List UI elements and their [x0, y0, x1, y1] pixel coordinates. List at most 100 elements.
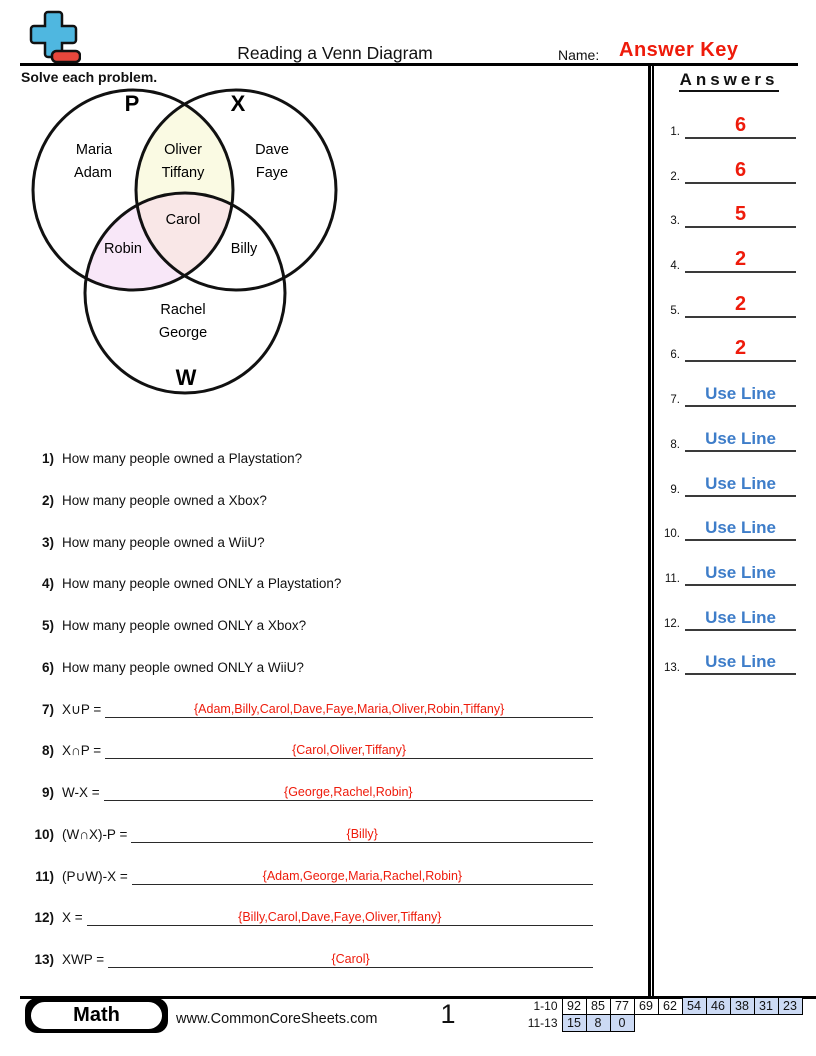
score-cell: 31 [753, 997, 779, 1015]
question-text: How many people owned ONLY a WiiU? [62, 659, 304, 675]
score-cell: 8 [585, 1014, 611, 1032]
answer-blank-line: Use Line [685, 475, 796, 497]
answer-line: {Adam,Billy,Carol,Dave,Faye,Maria,Oliver… [105, 699, 593, 718]
answer-item-1: 1. 6 [654, 115, 796, 139]
question-row-5: 5) How many people owned ONLY a Xbox? [28, 615, 593, 634]
name-label: Name: [558, 47, 600, 63]
score-row-1-10: 1-10 92 85 77 69 62 54 46 38 31 23 [518, 997, 803, 1015]
question-row-8: 8) X∩P = {Carol,Oliver,Tiffany} [28, 740, 593, 759]
answer-blank-line: 5 [685, 204, 796, 228]
answer-text: {Billy} [346, 826, 378, 841]
question-number: 12) [34, 909, 54, 925]
member-name: Rachel [160, 302, 205, 318]
score-row-11-13: 11-13 15 8 0 [518, 1014, 802, 1032]
answer-blank-line: 2 [685, 249, 796, 273]
score-cell: 23 [777, 997, 803, 1015]
answer-text: {George,Rachel,Robin} [284, 784, 413, 799]
answer-number: 13. [664, 662, 680, 674]
answer-number: 2. [670, 171, 680, 183]
question-text: How many people owned a Playstation? [62, 450, 303, 466]
question-number: 3) [41, 534, 54, 550]
page-number: 1 [440, 999, 456, 1029]
answer-text: {Adam,Billy,Carol,Dave,Faye,Maria,Oliver… [193, 701, 505, 716]
score-cell: 85 [585, 997, 611, 1015]
question-text: (W∩X)-P = [62, 826, 128, 842]
question-text: XWP = [62, 951, 105, 967]
answer-value: Use Line [705, 384, 776, 403]
answer-value: Use Line [705, 429, 776, 448]
answer-line: {Carol} [108, 949, 593, 968]
header-divider [20, 63, 798, 66]
answer-value: Use Line [705, 652, 776, 671]
answer-value: Use Line [705, 518, 776, 537]
question-row-6: 6) How many people owned ONLY a WiiU? [28, 657, 593, 676]
score-cell: 77 [609, 997, 635, 1015]
answer-item-10: 10. Use Line [654, 517, 796, 541]
answer-item-3: 3. 5 [654, 204, 796, 228]
website-link: www.CommonCoreSheets.com [176, 1011, 378, 1027]
answer-number: 7. [670, 394, 680, 406]
member-name: Faye [256, 165, 288, 181]
circle-w-outline [83, 191, 287, 395]
score-cell: 38 [729, 997, 755, 1015]
question-row-12: 12) X = {Billy,Carol,Dave,Faye,Oliver,Ti… [28, 907, 593, 926]
answer-item-4: 4. 2 [654, 249, 796, 273]
answer-blank-line: Use Line [685, 564, 796, 586]
member-name: Maria [76, 142, 113, 158]
question-text: How many people owned a Xbox? [62, 492, 267, 508]
question-number: 11) [35, 868, 54, 884]
score-cell: 15 [561, 1014, 587, 1032]
answer-blank-line: Use Line [685, 609, 796, 631]
answer-key-label: Answer Key [619, 39, 739, 61]
answer-item-13: 13. Use Line [654, 651, 796, 675]
question-number: 9) [41, 784, 54, 800]
question-text: X∪P = [62, 701, 102, 717]
question-row-11: 11) (P∪W)-X = {Adam,George,Maria,Rachel,… [28, 866, 593, 885]
member-name: George [159, 325, 207, 341]
answers-column-divider [648, 65, 654, 997]
answer-number: 8. [670, 439, 680, 451]
member-name: Oliver [164, 142, 202, 158]
plus-logo-icon [29, 10, 81, 64]
answer-value: 2 [734, 337, 747, 359]
score-row-label: 1-10 [533, 999, 558, 1013]
answer-blank-line: Use Line [685, 519, 796, 541]
instructions-text: Solve each problem. [21, 69, 158, 85]
answer-item-2: 2. 6 [654, 160, 796, 184]
math-badge: Math [25, 998, 168, 1033]
answer-number: 12. [664, 618, 680, 630]
question-number: 10) [34, 826, 54, 842]
answer-item-11: 11. Use Line [654, 562, 796, 586]
answer-number: 9. [670, 484, 680, 496]
answer-value: 2 [734, 293, 747, 315]
question-text: W-X = [62, 784, 100, 800]
answer-value: Use Line [705, 474, 776, 493]
answer-blank-line: Use Line [685, 653, 796, 675]
question-text: X = [62, 909, 83, 925]
member-name: Robin [104, 241, 142, 257]
answer-number: 4. [670, 260, 680, 272]
member-name: Carol [166, 212, 201, 228]
answer-value: 6 [734, 114, 747, 136]
question-text: X∩P = [62, 742, 102, 758]
answer-item-12: 12. Use Line [654, 607, 796, 631]
page-title: Reading a Venn Diagram [237, 43, 433, 63]
score-cell: 54 [681, 997, 707, 1015]
answer-item-5: 5. 2 [654, 294, 796, 318]
answer-line: {Adam,George,Maria,Rachel,Robin} [131, 866, 593, 885]
set-label-p: P [125, 91, 140, 116]
score-cell: 0 [609, 1014, 635, 1032]
set-label-x: X [231, 91, 246, 116]
question-row-10: 10) (W∩X)-P = {Billy} [28, 824, 593, 843]
region-pw-fill [85, 193, 233, 290]
score-cell: 92 [561, 997, 587, 1015]
answer-line: {George,Rachel,Robin} [103, 782, 593, 801]
answer-item-8: 8. Use Line [654, 428, 796, 452]
question-row-2: 2) How many people owned a Xbox? [28, 490, 593, 509]
answer-item-7: 7. Use Line [654, 383, 796, 407]
answer-item-6: 6. 2 [654, 338, 796, 362]
score-row-label: 11-13 [527, 1016, 558, 1030]
answer-line: {Billy,Carol,Dave,Faye,Oliver,Tiffany} [86, 907, 593, 926]
score-cell: 46 [705, 997, 731, 1015]
answer-text: {Adam,George,Maria,Rachel,Robin} [262, 868, 463, 883]
